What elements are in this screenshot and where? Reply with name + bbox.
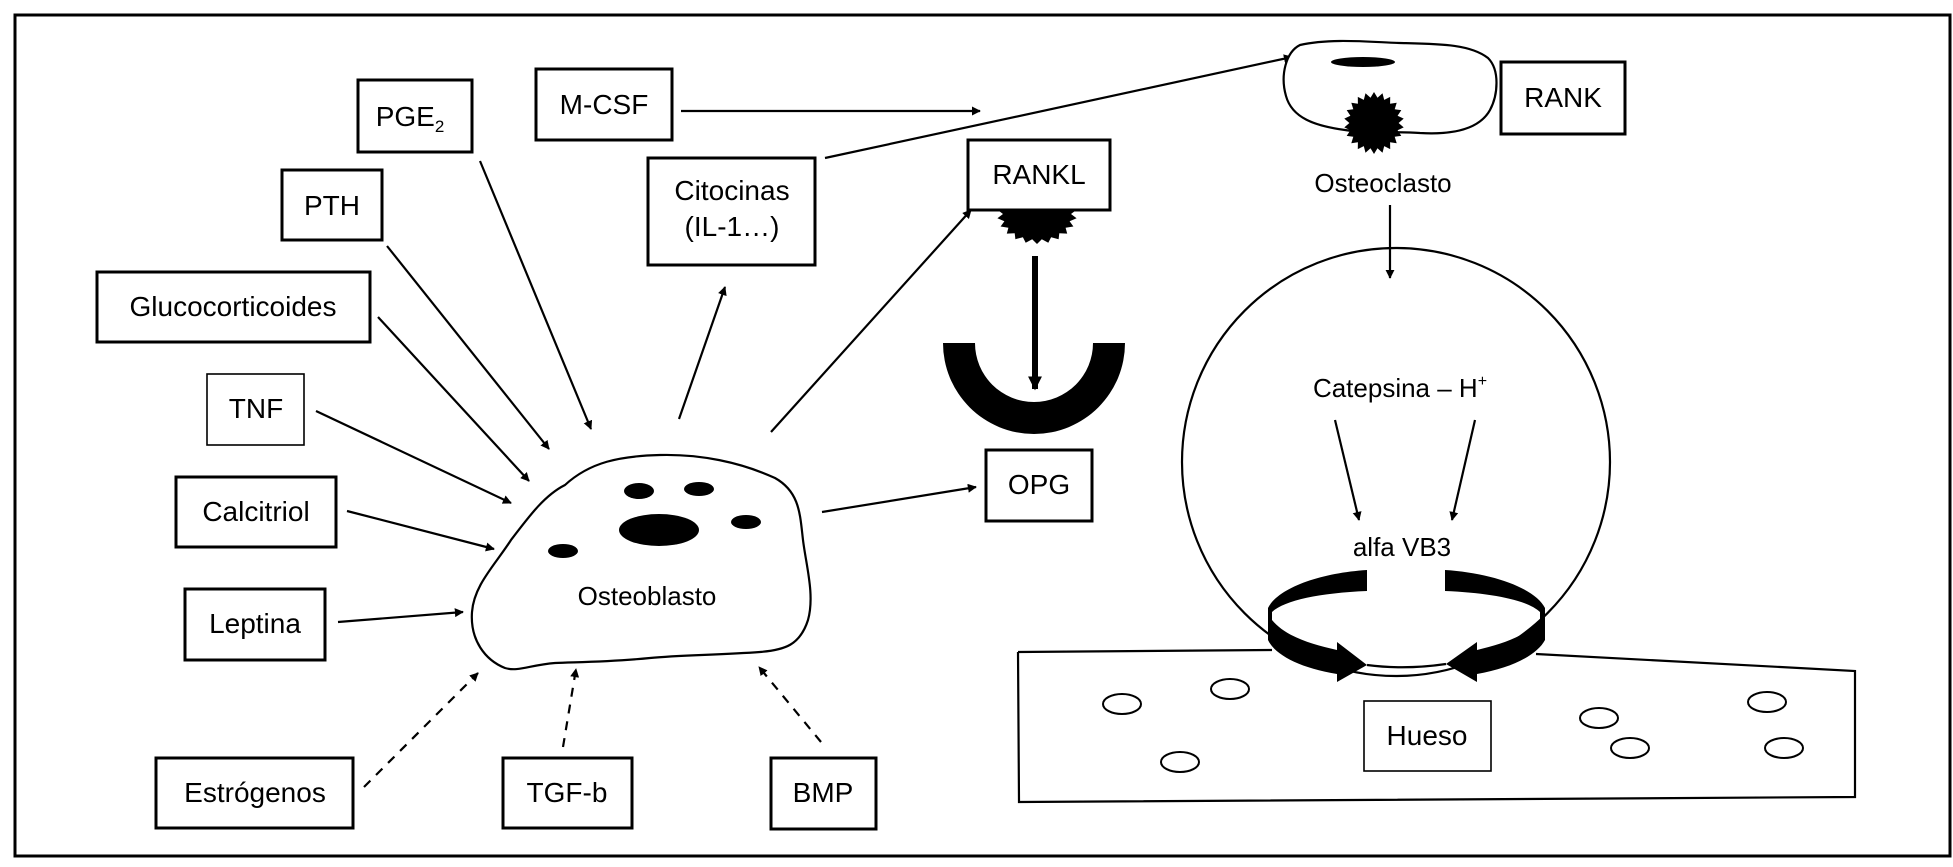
osteoblast-cell: Osteoblasto: [470, 453, 812, 671]
arrow-catepsina-left: [1333, 419, 1362, 521]
pge2-label: PGE2: [376, 101, 445, 136]
rank-label: RANK: [1524, 82, 1602, 113]
bone-lacuna: [1579, 707, 1619, 729]
pge2-label-subscript: 2: [435, 117, 444, 136]
resorption-pit-edge: [1366, 662, 1447, 669]
resorption-compartment: [1180, 246, 1612, 678]
arrow-pth-to-osteoblast: [386, 245, 550, 450]
tgfb-label: TGF-b: [527, 777, 608, 808]
regulator-estrogenos: Estrógenos: [154, 756, 355, 830]
sealing-arrow-right-icon: [1445, 570, 1545, 682]
arrow-pge2-to-osteoblast: [478, 160, 593, 430]
osteoblast-vesicle: [624, 483, 654, 499]
bone-lacuna: [1160, 751, 1200, 773]
arrow-estrogenos-to-osteoblast: [363, 672, 479, 788]
mediator-mcsf: M-CSF: [534, 67, 674, 142]
osteoclast-cell: Osteoclasto: [1282, 39, 1498, 198]
regulator-tnf: TNF: [206, 373, 305, 446]
arrow-osteoblast-to-opg: [821, 483, 977, 514]
opg-box: [984, 448, 1094, 523]
catepsina-label-superscript: +: [1478, 373, 1487, 390]
rankl-label: RANKL: [992, 159, 1085, 190]
citocinas-label-line2: (IL-1…): [685, 211, 780, 242]
tgfb-box: [501, 756, 634, 830]
catepsina-label-main: Catepsina – H: [1313, 373, 1478, 403]
regulator-tgfb: TGF-b: [501, 756, 634, 830]
regulator-bmp: BMP: [769, 756, 878, 831]
arrow-osteoblast-to-rankl: [770, 209, 972, 433]
mediator-citocinas: Citocinas (IL-1…): [646, 156, 817, 267]
osteoblast-outline: [470, 453, 812, 671]
pge2-label-main: PGE: [376, 101, 435, 132]
integrin-label: alfa VB3: [1353, 532, 1451, 562]
opg-decoy-receptor-icon: [943, 343, 1125, 434]
sealing-arrow-left-icon: [1268, 570, 1367, 682]
bone-lacuna: [1610, 737, 1650, 759]
pge2-box: [356, 78, 474, 154]
osteoblast-vesicle: [548, 544, 578, 558]
calcitriol-label: Calcitriol: [202, 496, 309, 527]
bone-label-group: Hueso: [1363, 700, 1492, 772]
glucocorticoides-label: Glucocorticoides: [130, 291, 337, 322]
regulator-pge2: PGE2: [356, 78, 474, 154]
arrow-catepsina-right: [1449, 419, 1477, 521]
osteoblast-nucleus: [619, 514, 699, 546]
rank-receptor-star-icon: [1344, 92, 1404, 154]
arrow-bmp-to-osteoblast: [758, 666, 822, 743]
rankl-box: [966, 138, 1112, 212]
bone-lacuna: [1764, 737, 1804, 759]
tnf-box: [206, 373, 305, 446]
leptina-box: [183, 587, 327, 662]
rank-box: [1499, 60, 1627, 136]
regulator-pth: PTH: [280, 168, 384, 242]
tnf-label: TNF: [229, 393, 283, 424]
leptina-label: Leptina: [209, 608, 301, 639]
citocinas-label-line1: Citocinas: [674, 175, 789, 206]
arrow-osteoblast-to-citocinas: [677, 286, 727, 420]
arrow-citocinas-to-osteoclast: [824, 54, 1293, 160]
hueso-label: Hueso: [1387, 720, 1468, 751]
diagram-frame: [13, 13, 1952, 858]
catepsina-label: Catepsina – H+: [1313, 373, 1487, 403]
mediator-rankl: RANKL: [966, 138, 1112, 244]
osteoblast-vesicle: [731, 515, 761, 529]
arrow-tnf-to-osteoblast: [315, 410, 512, 504]
arrow-tgfb-to-osteoblast: [561, 668, 580, 748]
opg-label: OPG: [1008, 469, 1070, 500]
pth-box: [280, 168, 384, 242]
bmp-label: BMP: [793, 777, 854, 808]
mcsf-box: [534, 67, 674, 142]
osteoclast-label: Osteoclasto: [1314, 168, 1451, 198]
arrow-leptina-to-osteoblast: [337, 608, 464, 624]
bone-lacuna: [1210, 678, 1250, 700]
regulator-glucocorticoides: Glucocorticoides: [95, 270, 372, 344]
mcsf-label: M-CSF: [560, 89, 649, 120]
hueso-box: [1363, 700, 1492, 772]
osteoblast-label: Osteoblasto: [578, 581, 717, 611]
osteoclast-nucleus: [1331, 57, 1395, 67]
bmp-box: [769, 756, 878, 831]
arrow-glucocorticoides-to-osteoblast: [377, 316, 530, 482]
bone-lacuna: [1747, 691, 1787, 713]
arrow-calcitriol-to-osteoblast: [346, 509, 495, 552]
citocinas-box: [646, 156, 817, 267]
mediator-opg: OPG: [984, 448, 1094, 523]
pth-label: PTH: [304, 190, 360, 221]
osteoblast-vesicle: [684, 482, 714, 496]
bone-lacuna: [1102, 693, 1142, 715]
calcitriol-box: [174, 475, 338, 549]
estrogenos-box: [154, 756, 355, 830]
regulator-leptina: Leptina: [183, 587, 327, 662]
glucocorticoides-box: [95, 270, 372, 344]
mediator-rank: RANK: [1499, 60, 1627, 136]
estrogenos-label: Estrógenos: [184, 777, 326, 808]
regulator-calcitriol: Calcitriol: [174, 475, 338, 549]
